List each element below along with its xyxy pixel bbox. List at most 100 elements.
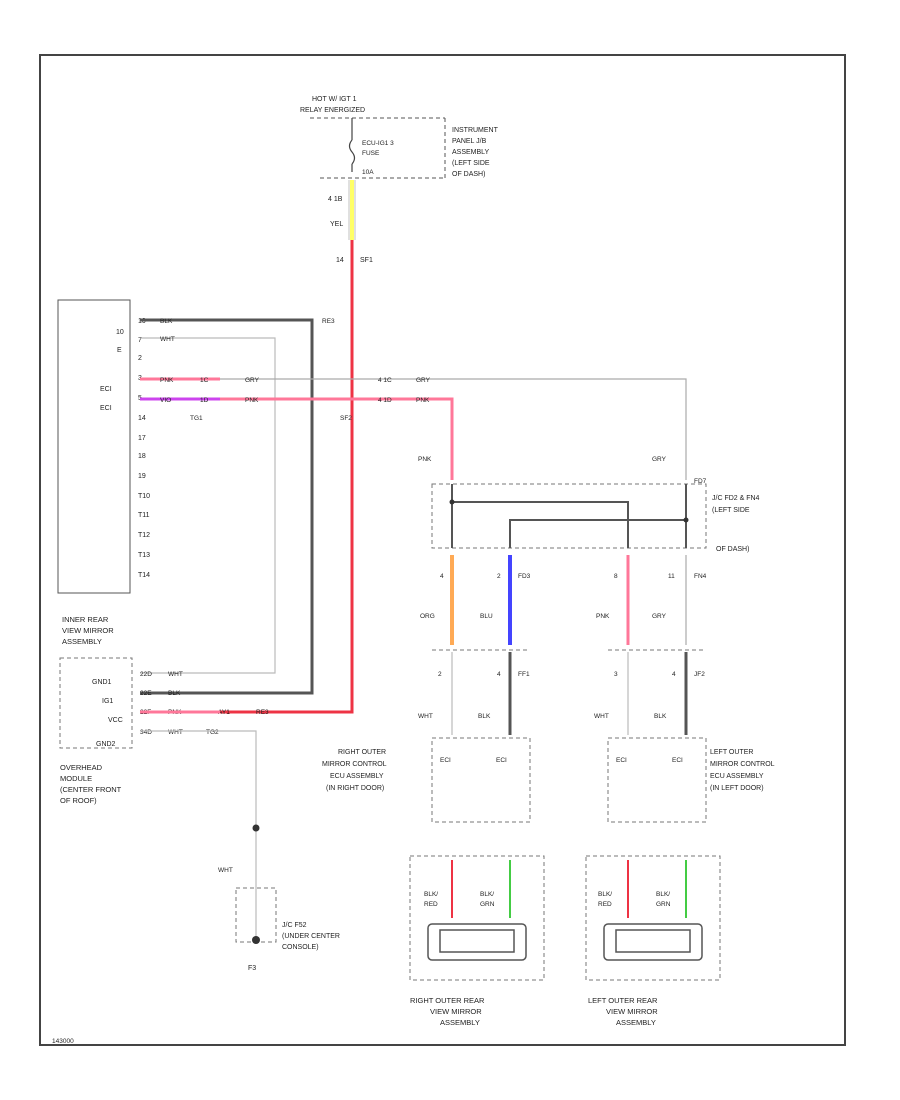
gnd-jc-2: (UNDER CENTER bbox=[282, 933, 340, 940]
oh-label-2: MODULE bbox=[60, 774, 92, 783]
l-wire-blk: BLK bbox=[654, 713, 667, 720]
left-mirror-assembly: BLK/ RED BLK/ GRN LEFT OUTER REAR VIEW M… bbox=[585, 855, 721, 1027]
r-label-4: (IN RIGHT DOOR) bbox=[326, 785, 384, 792]
im-pin-10: 10 bbox=[116, 329, 124, 336]
l-term-b: ECI bbox=[672, 757, 683, 764]
rm-w1: BLK/ bbox=[424, 891, 438, 898]
im-pin-e: E bbox=[117, 347, 122, 354]
rm-w2b: GRN bbox=[480, 901, 495, 908]
im-conn-tg1: TG1 bbox=[190, 415, 203, 422]
im-num-t13: T13 bbox=[138, 552, 150, 559]
oh-ig1: IG1 bbox=[102, 698, 113, 705]
white-wire-im bbox=[140, 337, 276, 674]
r-label-2: MIRROR CONTROL bbox=[322, 761, 387, 768]
r-wire-wht: WHT bbox=[418, 713, 433, 720]
oh-label-4: OF ROOF) bbox=[60, 796, 97, 805]
left-mirror-icon bbox=[615, 929, 691, 953]
splice-pin: 14 bbox=[336, 257, 344, 264]
im-conn-top: RE3 bbox=[322, 318, 335, 325]
conn-pnk: 4 1D bbox=[378, 397, 392, 404]
wire-yel-label: YEL bbox=[330, 221, 343, 228]
r-term-a: ECI bbox=[440, 757, 451, 764]
ip-jb-line5: OF DASH) bbox=[452, 171, 485, 178]
oh-label-1: OVERHEAD bbox=[60, 763, 103, 772]
lm-label-3: ASSEMBLY bbox=[616, 1018, 656, 1027]
left-ecu-wires: 8 11 FN4 PNK GRY 3 4 JF2 WHT BLK ECI ECI… bbox=[594, 555, 775, 823]
im-num-17: 17 bbox=[138, 435, 146, 442]
im-num-t12: T12 bbox=[138, 532, 150, 539]
junction-connector: PNK GRY FD7 J/C FD2 & FN4 (LEFT SIDE OF … bbox=[418, 456, 760, 553]
rm-w2: BLK/ bbox=[480, 891, 494, 898]
oh-ref-tg2: TG2 bbox=[206, 729, 219, 736]
source-line1: HOT W/ IGT 1 bbox=[312, 96, 357, 103]
l-pin-c: 3 bbox=[614, 671, 618, 678]
red-power-wire bbox=[140, 240, 354, 714]
rm-label-2: VIEW MIRROR bbox=[430, 1007, 482, 1016]
fuse-line2: FUSE bbox=[362, 150, 380, 157]
lm-label-2: VIEW MIRROR bbox=[606, 1007, 658, 1016]
jc-line3: OF DASH) bbox=[716, 546, 749, 553]
blk-wire-label: BLK bbox=[160, 318, 173, 325]
fuse-icon bbox=[348, 139, 356, 165]
ip-jb-line1: INSTRUMENT bbox=[452, 127, 499, 134]
oh-gnd1: GND1 bbox=[92, 679, 112, 686]
r-pin-b: 2 bbox=[497, 573, 501, 580]
diagram-border bbox=[39, 54, 846, 1046]
l-wire-gry: GRY bbox=[652, 613, 667, 620]
im-num-18: 18 bbox=[138, 453, 146, 460]
splice-sf1: SF1 bbox=[360, 257, 373, 264]
jc-line1: J/C FD2 & FN4 bbox=[712, 495, 760, 502]
ground-circuit: WHT J/C F52 (UNDER CENTER CONSOLE) F3 bbox=[140, 730, 340, 972]
gnd-wire-wht: WHT bbox=[218, 867, 233, 874]
l-wire-pnk: PNK bbox=[596, 613, 610, 620]
ip-jb-line2: PANEL J/B bbox=[452, 138, 487, 145]
oh-vcc: VCC bbox=[108, 717, 123, 724]
r-wire-blu: BLU bbox=[480, 613, 493, 620]
l-conn-jf2: JF2 bbox=[694, 671, 705, 678]
diagram-id: 143000 bbox=[52, 1038, 74, 1045]
r-wire-blk: BLK bbox=[478, 713, 491, 720]
r-pin-c: 2 bbox=[438, 671, 442, 678]
splice-sf2: SF2 bbox=[340, 415, 352, 422]
black-wire-im bbox=[140, 318, 314, 695]
l-pin-b: 11 bbox=[668, 573, 675, 580]
conn-fd7: FD7 bbox=[694, 478, 707, 485]
r-conn-ff1: FF1 bbox=[518, 671, 530, 678]
im-num-t11: T11 bbox=[138, 512, 150, 519]
oh-wire-wht-2: WHT bbox=[168, 729, 183, 736]
pin-top: 4 1B bbox=[328, 196, 343, 203]
power-source: HOT W/ IGT 1 RELAY ENERGIZED ECU-IG1 3 F… bbox=[300, 96, 499, 264]
lm-label-1: LEFT OUTER REAR bbox=[588, 996, 658, 1005]
oh-wire-blk: BLK bbox=[168, 690, 181, 697]
r-term-b: ECI bbox=[496, 757, 507, 764]
gry-label-a: GRY bbox=[245, 377, 260, 384]
jc-line2: (LEFT SIDE bbox=[712, 507, 750, 514]
wht-wire-label: WHT bbox=[160, 336, 175, 343]
gnd-jc-3: CONSOLE) bbox=[282, 944, 319, 951]
fuse-line1: ECU-IG1 3 bbox=[362, 140, 394, 147]
r-label-3: ECU ASSEMBLY bbox=[330, 773, 384, 780]
inner-mirror-assembly: 10 E ECI ECI 10 7 2 3 5 14 17 18 19 T10 … bbox=[57, 299, 150, 646]
im-num-t14: T14 bbox=[138, 572, 150, 579]
right-mirror-icon bbox=[439, 929, 515, 953]
r-conn-fd3: FD3 bbox=[518, 573, 531, 580]
pnk-label-a: PNK bbox=[245, 397, 259, 404]
l-pin-d: 4 bbox=[672, 671, 676, 678]
lm-w2: BLK/ bbox=[656, 891, 670, 898]
im-num-7: 7 bbox=[138, 337, 142, 344]
im-num-14: 14 bbox=[138, 415, 146, 422]
im-label-2: VIEW MIRROR bbox=[62, 626, 114, 635]
rm-label-1: RIGHT OUTER REAR bbox=[410, 996, 485, 1005]
right-ecu-wires: 4 2 FD3 ORG BLU 2 4 FF1 WHT BLK ECI ECI … bbox=[322, 555, 531, 823]
rm-label-3: ASSEMBLY bbox=[440, 1018, 480, 1027]
ip-jb-line4: (LEFT SIDE bbox=[452, 160, 490, 167]
gray-wire-junction bbox=[140, 378, 687, 480]
oh-ref-re3: RE3 bbox=[256, 709, 269, 716]
overhead-module: GND1 IG1 VCC GND2 22D 22E 22F 34D WHT BL… bbox=[59, 657, 269, 805]
gry-label-b: GRY bbox=[416, 377, 431, 384]
source-line2: RELAY ENERGIZED bbox=[300, 107, 365, 114]
l-label-3: ECU ASSEMBLY bbox=[710, 773, 764, 780]
im-pin-eci-2: ECI bbox=[100, 405, 112, 412]
oh-wire-wht-1: WHT bbox=[168, 671, 183, 678]
